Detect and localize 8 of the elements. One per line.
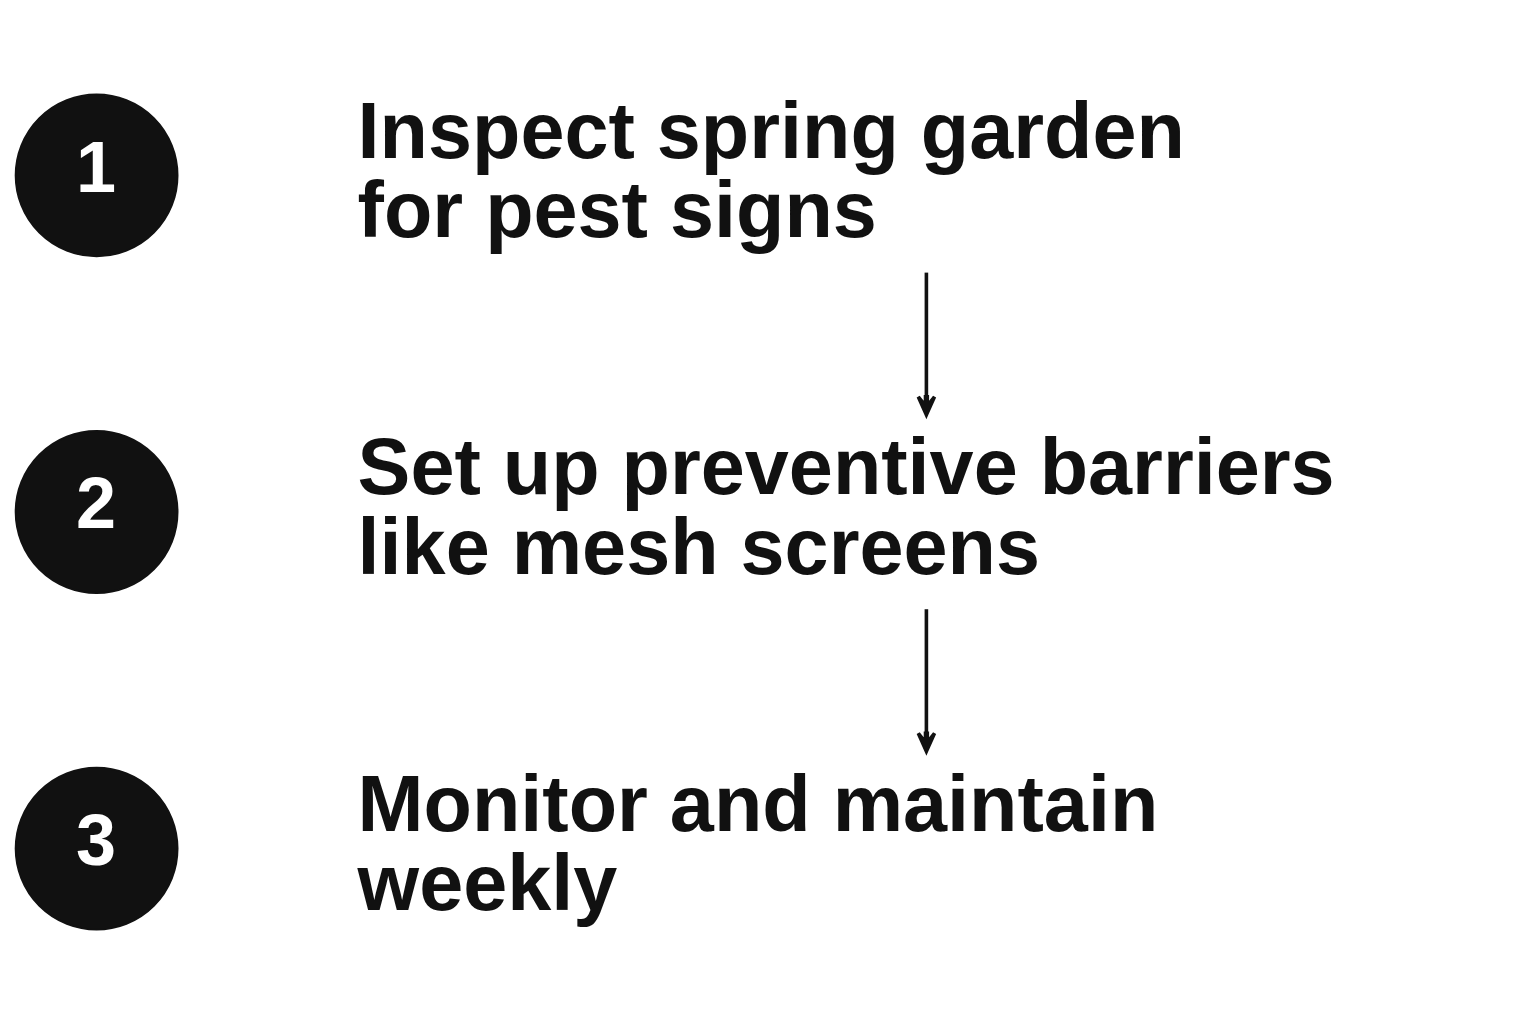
node-text: Monitor and maintain weekly [357, 758, 1159, 928]
node-circle: 1 [14, 93, 179, 258]
node-text: Set up preventive barriers like mesh screens [357, 422, 1335, 591]
node-circle: 3 [14, 766, 179, 931]
node-circle: 2 [14, 430, 179, 594]
arrow [916, 272, 937, 417]
node-text: Inspect spring garden for pest signs [357, 85, 1185, 254]
arrow [916, 609, 937, 754]
